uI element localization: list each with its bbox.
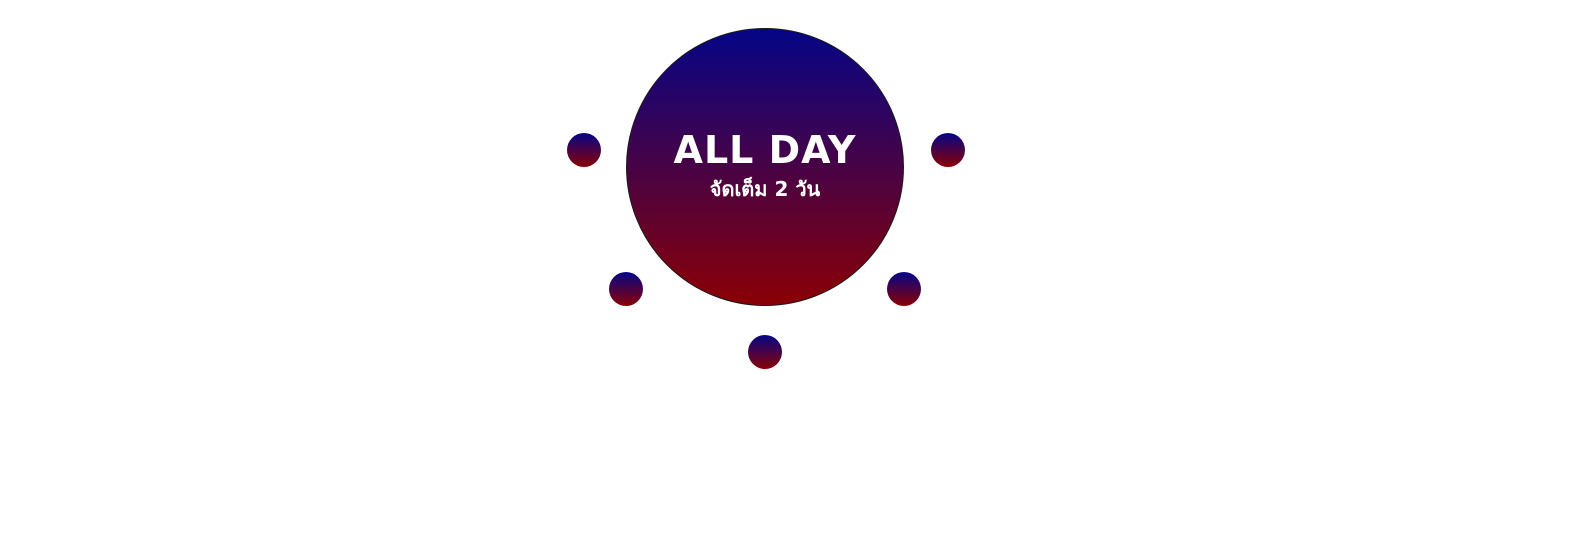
satellite-dot-lower-left xyxy=(609,272,643,306)
satellite-dot-upper-left xyxy=(567,133,601,167)
satellite-dot-bottom xyxy=(748,335,782,369)
hub-title: ALL DAY xyxy=(673,128,857,172)
satellite-dot-upper-right xyxy=(931,133,965,167)
hub-subtitle: จัดเต็ม 2 วัน xyxy=(709,177,821,201)
hub-circle: ALL DAY จัดเต็ม 2 วัน xyxy=(626,28,904,306)
satellite-dot-lower-right xyxy=(887,272,921,306)
